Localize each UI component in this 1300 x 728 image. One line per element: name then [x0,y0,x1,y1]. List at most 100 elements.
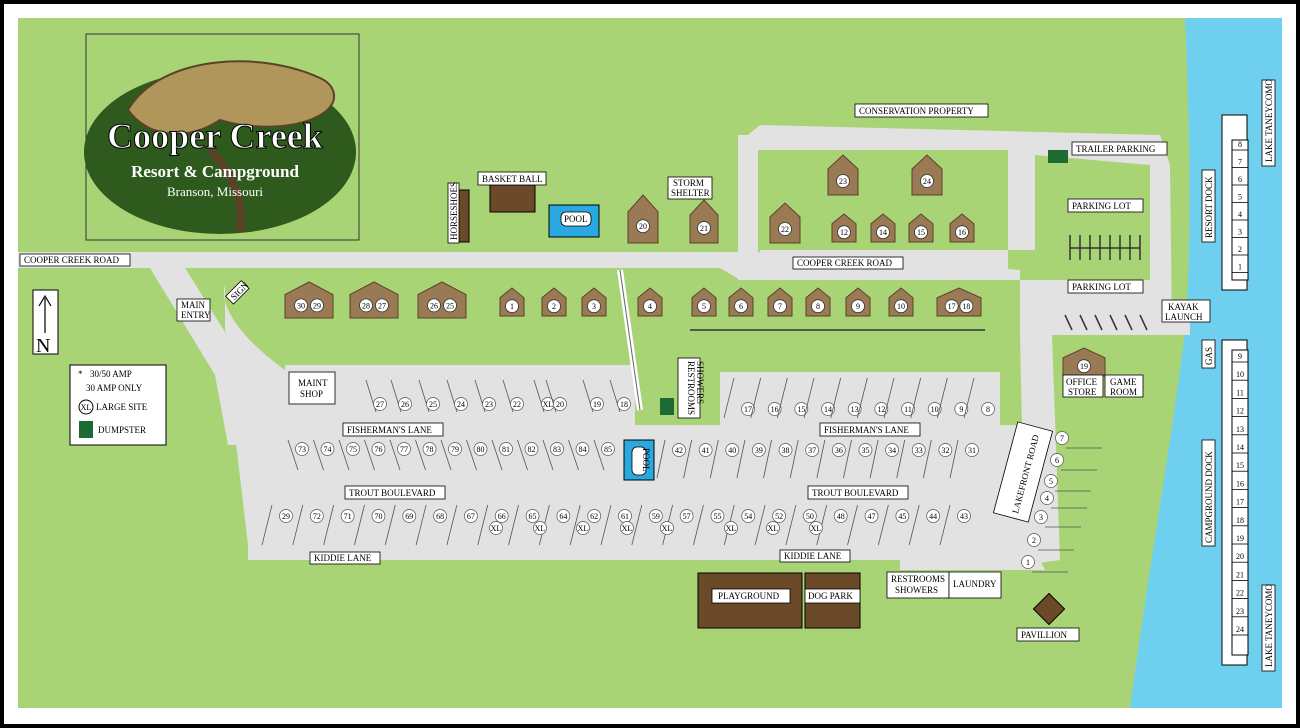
site-divider [693,504,704,546]
site-marker [710,509,725,523]
cabin-number: 7 [778,302,782,311]
site-divider [896,439,906,479]
logo-title: Cooper Creek [107,116,323,156]
cabin-number: 27 [378,301,386,310]
site-marker [752,443,766,457]
site-divider [542,439,554,471]
site-divider [508,504,519,546]
campground-dock [1221,339,1249,666]
site-marker [494,509,509,523]
kiddie-lane-label: KIDDIE LANE [784,551,842,561]
legend-large-site: LARGE SITE [96,402,148,412]
site-number: 17 [744,405,752,414]
site-number: XL [768,524,779,533]
cabin: 2 [541,287,567,317]
cabin: 23 [827,154,859,196]
site-number: 1 [1026,558,1030,567]
cabin-number-circle [427,298,441,313]
dock-slip-number: 1 [1238,263,1242,272]
cabin-number-circle [643,299,657,314]
trout-boulevard-label: TROUT BOULEVARD [349,488,436,498]
site-number: 5 [1049,477,1053,486]
site-marker [617,397,631,411]
site-marker [473,442,488,456]
logo: Cooper Creek Resort & Campground Branson… [84,33,360,241]
pool-mid-label: POOL [641,448,651,472]
site-number: XL [662,524,673,533]
cabin-number: 20 [639,222,647,231]
site-marker [741,509,756,523]
cabin-number: 9 [856,302,860,311]
site-divider [292,504,304,546]
site-number: 67 [467,512,475,521]
site-divider [683,439,693,479]
dock-slip-number: 14 [1236,443,1244,452]
site-divider [883,377,895,419]
site-number: 84 [579,445,587,454]
north-arrow: N [32,289,59,357]
cabin-number-circle [955,225,969,240]
cabin-number-circle [587,299,601,314]
site-marker [965,443,979,457]
site-number: 19 [593,400,601,409]
showers-bottom-label: SHOWERS [895,585,938,595]
dock-slip-number: 19 [1236,534,1244,543]
site-number: 36 [835,446,843,455]
site-number: 35 [861,446,869,455]
dumpster [660,398,674,415]
trailer-parking-label: TRAILER PARKING [1076,144,1156,154]
legend-asterisk: * [78,369,83,379]
site-marker [805,443,820,457]
site-marker [927,402,942,416]
site-marker [926,509,941,523]
site-marker [533,521,547,535]
cabin-number-circle [1077,359,1091,374]
site-marker [1044,474,1058,488]
site-marker [373,397,387,411]
site-number: 72 [313,512,321,521]
site-marker [821,402,835,416]
cabin-number-circle [359,298,373,313]
site-number: 7 [1060,434,1064,443]
cabin-number-circle [914,225,928,240]
site-number: 14 [824,405,832,414]
site-divider [750,377,762,419]
site-marker [556,509,571,523]
site-marker [426,397,440,411]
cabin-number-circle [310,298,324,313]
parking-lot-lines [690,235,1148,331]
site-number: XL [811,524,822,533]
site-marker [590,397,604,411]
site-marker [587,509,602,523]
site-marker [398,397,412,411]
site-number: 25 [429,400,437,409]
cabin-number: 21 [700,224,708,233]
site-divider [287,439,299,471]
conservation-label: CONSERVATION PROPERTY [859,106,974,116]
dock-slip-number: 21 [1236,570,1244,579]
cabin-number: 2 [552,302,556,311]
cabin-number: 3 [592,302,596,311]
site-number: 8 [986,405,990,414]
site-divider [939,504,951,546]
store-label: STORE [1068,387,1097,397]
site-number: 11 [904,405,912,414]
site-marker [885,443,899,457]
cabin-number: 18 [962,302,970,311]
cabin: 7 [767,287,793,317]
site-divider [908,504,920,546]
site-number: 24 [457,400,465,409]
site-divider [922,439,932,479]
cooper-creek-road-west-label: COOPER CREEK ROAD [24,255,120,265]
site-marker [422,442,437,456]
main-entry-label: MAIN [181,300,205,310]
site-marker [858,443,873,457]
site-marker [772,509,786,523]
site-number: 9 [959,405,963,414]
site-marker [499,442,513,456]
restrooms-bottom-label: RESTROOMS [891,574,945,584]
site-marker [371,509,386,523]
cabin: 5 [691,287,717,317]
site-number: 18 [620,400,628,409]
site-number: 43 [960,512,968,521]
